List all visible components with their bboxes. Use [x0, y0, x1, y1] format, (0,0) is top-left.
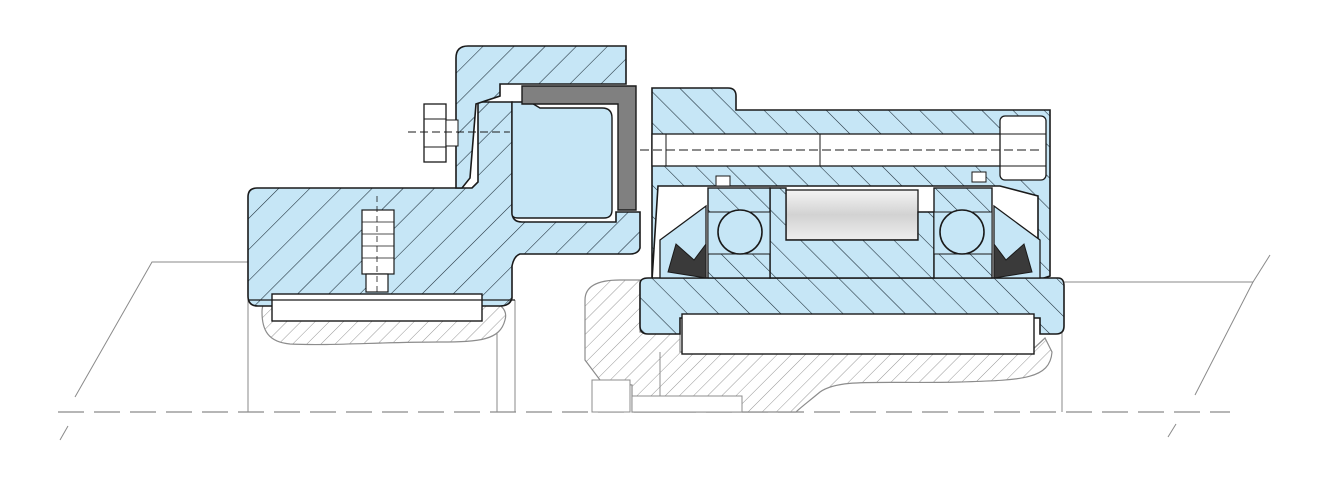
sprag-cage — [785, 189, 919, 241]
end-cap — [455, 45, 627, 189]
shaft-hub — [584, 279, 1053, 413]
ball-bearing-left — [707, 175, 771, 279]
flange — [247, 101, 641, 307]
seal-left — [659, 204, 707, 279]
cap-screw — [640, 115, 1047, 181]
ball-bearing-right — [933, 171, 993, 279]
flange-pocket — [511, 101, 613, 219]
set-screw — [361, 196, 395, 300]
friction-liner — [521, 85, 637, 211]
shaft-key-left — [271, 293, 483, 322]
sprag-housing — [769, 187, 935, 279]
shaft-key-right — [681, 313, 1035, 355]
seal-right — [993, 204, 1041, 279]
inner-race — [639, 277, 1065, 335]
hex-bolt — [408, 103, 510, 163]
